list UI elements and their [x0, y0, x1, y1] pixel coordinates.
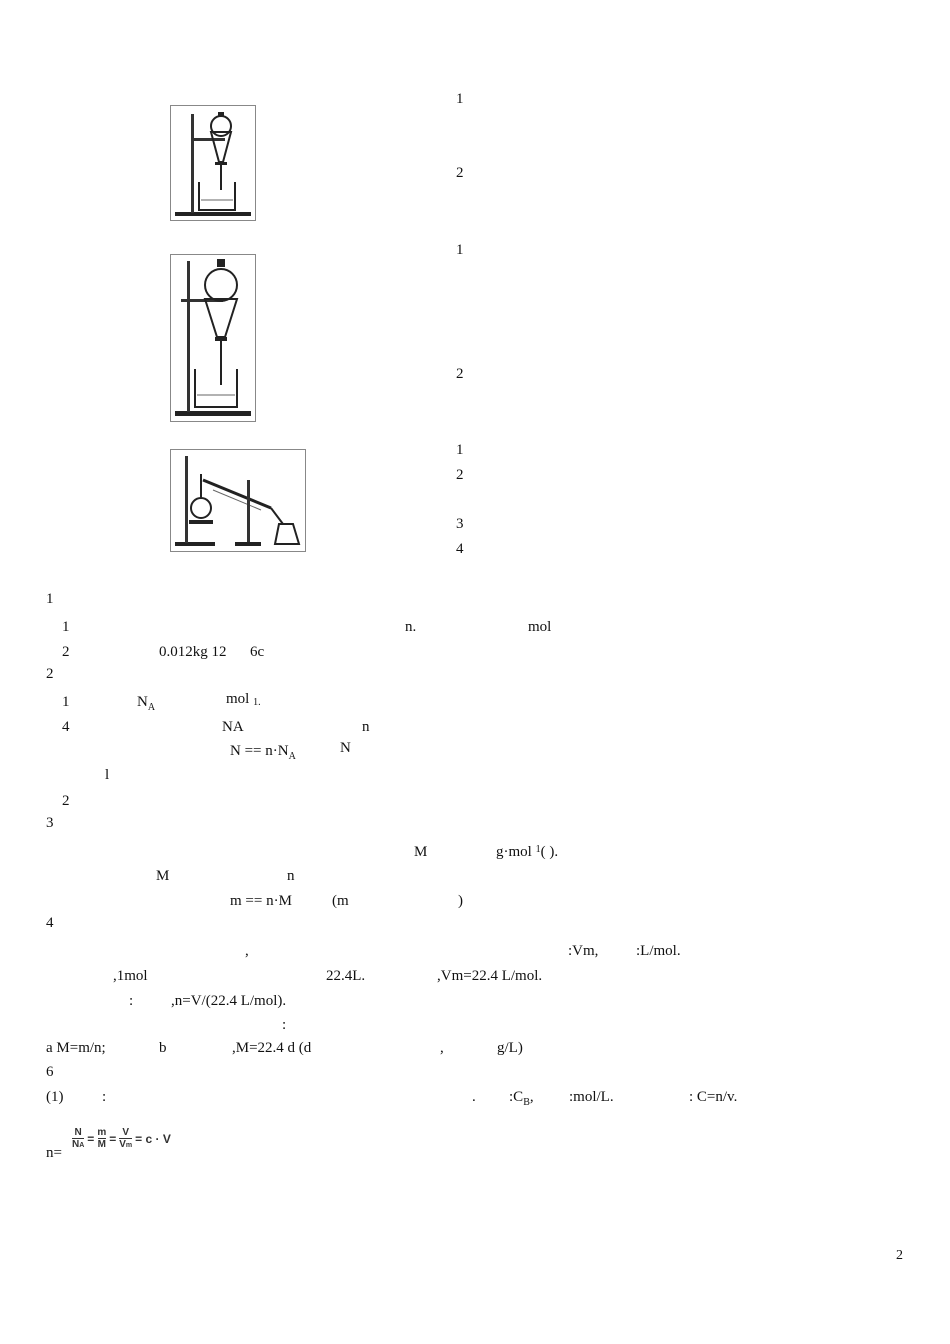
section6-line1-f: : C=n/v.: [689, 1089, 738, 1105]
section2-line3-number: l: [105, 767, 110, 783]
section2-number: 2: [46, 666, 54, 682]
section4-line3-a: :: [129, 993, 134, 1009]
section3-M2: M: [156, 868, 170, 884]
page-number: 2: [896, 1248, 903, 1263]
section3-paren-close: ): [458, 893, 463, 909]
fraction-m-over-M: m M: [97, 1126, 107, 1150]
section4-line5-e: g/L): [497, 1040, 523, 1056]
section2-line2-n: n: [362, 719, 370, 735]
section6-line1-b: :: [102, 1089, 107, 1105]
section2-formula-N: N: [340, 740, 351, 756]
section2-line1-number: 1: [62, 694, 70, 710]
section6-line1-e: :mol/L.: [569, 1089, 614, 1105]
figure1-marker-1: 1: [456, 91, 464, 107]
fraction-V-over-Vm: V Vm: [119, 1126, 133, 1150]
section3-paren-open: (m: [332, 893, 349, 909]
figure3-marker-2: 2: [456, 467, 464, 483]
figure3-marker-1: 1: [456, 442, 464, 458]
section3-mass-formula: m == n·M: [230, 893, 292, 909]
section2-particle-formula: N == n·NA: [230, 743, 296, 762]
section4-line1-unit: :L/mol.: [636, 943, 681, 959]
section1-line2-text: 0.012kg 12: [159, 644, 227, 660]
section4-line5-d: ,: [440, 1040, 444, 1056]
separatory-funnel-figure-large: [170, 254, 256, 422]
section4-line5-a: a M=m/n;: [46, 1040, 106, 1056]
section2-line1-unit: mol 1.: [226, 691, 261, 708]
section3-n2: n: [287, 868, 295, 884]
section3-unit: g·mol 1( ).: [496, 844, 559, 860]
section4-line1-comma: ,: [245, 943, 249, 959]
section1-line2-number: 2: [62, 644, 70, 660]
section4-line5-c: ,M=22.4 d (d: [232, 1040, 312, 1056]
section6-line1-c: .: [472, 1089, 476, 1105]
section6-n-label: n=: [46, 1145, 62, 1161]
section6-concentration-symbol: :CB,: [509, 1089, 534, 1108]
section1-line1-number: 1: [62, 619, 70, 635]
distillation-apparatus-drawing: [175, 456, 301, 546]
section1-number: 1: [46, 591, 54, 607]
section4-line1-vm: :Vm,: [568, 943, 599, 959]
section4-line2-c: ,Vm=22.4 L/mol.: [437, 968, 543, 984]
section1-line2-c: 6c: [250, 644, 265, 660]
section6-number: 6: [46, 1064, 54, 1080]
section1-line1-n: n.: [405, 619, 417, 635]
figure1-marker-2: 2: [456, 165, 464, 181]
funnel-apparatus-drawing-2: [175, 259, 251, 416]
figure3-marker-4: 4: [456, 541, 464, 557]
section1-line1-mol: mol: [528, 619, 552, 635]
section6-mole-equation: N NA = m M = V Vm = c · V: [72, 1126, 171, 1150]
section4-line2-a: ,1mol: [113, 968, 148, 984]
figure2-marker-1: 1: [456, 242, 464, 258]
section4-line3-b: ,n=V/(22.4 L/mol).: [171, 993, 287, 1009]
separatory-funnel-figure-small: [170, 105, 256, 221]
section3-molar-mass-symbol: M: [414, 844, 428, 860]
fraction-N-over-NA: N NA: [72, 1126, 85, 1150]
figure3-marker-3: 3: [456, 516, 464, 532]
section4-line5-b: b: [159, 1040, 167, 1056]
section2-line2-NA: NA: [222, 719, 244, 735]
distillation-apparatus-figure: [170, 449, 306, 552]
section4-line2-b: 22.4L.: [326, 968, 366, 984]
figure2-marker-2: 2: [456, 366, 464, 382]
section2-line2-number: 4: [62, 719, 70, 735]
section3-number: 3: [46, 815, 54, 831]
section4-line4: :: [282, 1017, 287, 1033]
section2-avogadro-symbol: NA: [137, 694, 156, 713]
section4-number: 4: [46, 915, 54, 931]
section6-line1-a: (1): [46, 1089, 64, 1105]
funnel-apparatus-drawing-1: [175, 112, 251, 216]
section2-line4-number: 2: [62, 793, 70, 809]
